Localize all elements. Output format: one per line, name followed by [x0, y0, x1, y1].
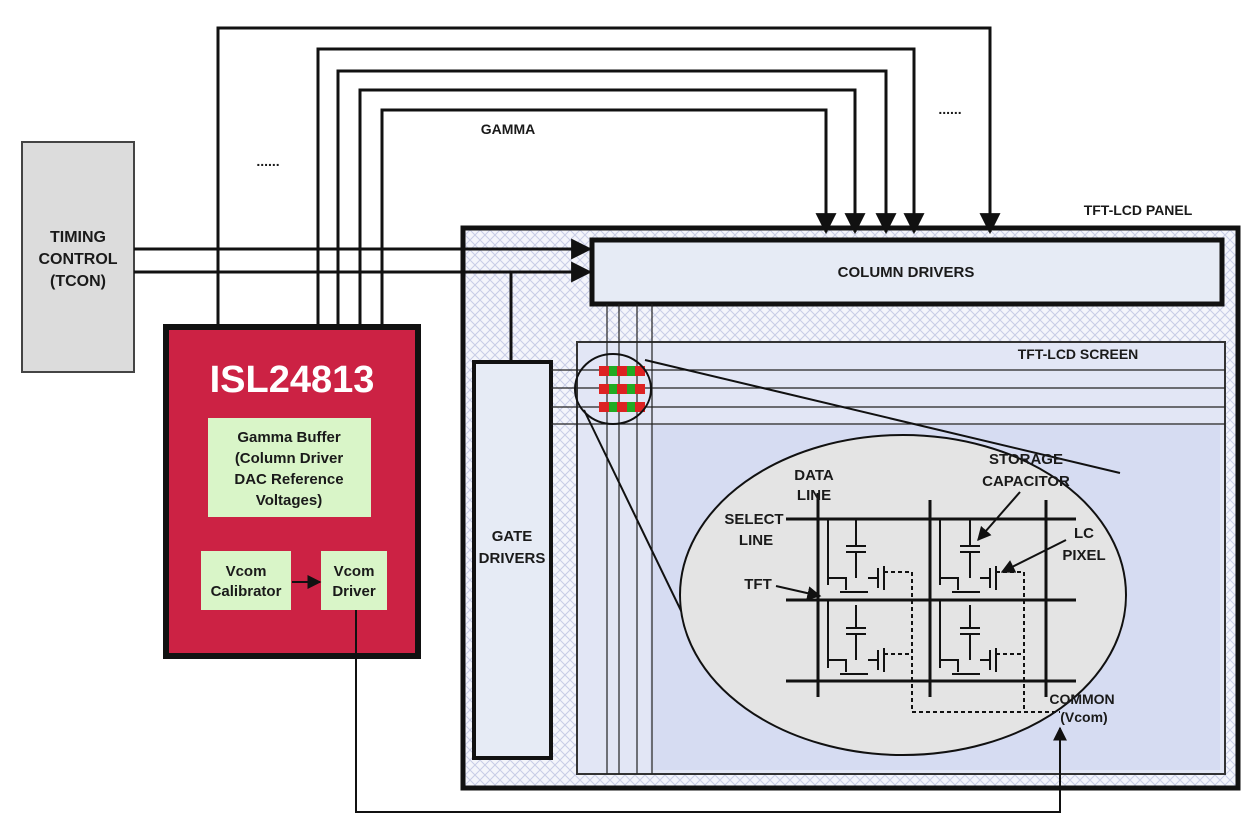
- vcom-calibrator-line1: Vcom: [226, 563, 267, 580]
- select-line-label-2: LINE: [739, 532, 773, 549]
- panel-title: TFT-LCD PANEL: [1084, 202, 1193, 218]
- tcon-label-line2: CONTROL: [38, 251, 117, 268]
- tft-pointer: [775, 585, 822, 601]
- vcom-output-line: [355, 610, 1067, 813]
- ellipsis-right: ......: [938, 101, 961, 117]
- lc-pixel-pointer: [1000, 539, 1067, 573]
- select-line-label-1: SELECT: [724, 511, 783, 528]
- vcom-calibrator-line2: Calibrator: [211, 583, 282, 600]
- common-vcom-line2: (Vcom): [1060, 709, 1107, 725]
- pixel-circuit: [786, 493, 1076, 697]
- gate-drivers-block: [472, 360, 553, 760]
- pixel-cluster-zoom-ring: [574, 353, 652, 425]
- vcom-calibrator-block: [201, 551, 291, 610]
- common-vcom-line1: COMMON: [1049, 691, 1114, 707]
- tcon-label-line3: (TCON): [50, 273, 106, 290]
- gamma-buffer-line2: (Column Driver: [235, 450, 344, 467]
- vcom-driver-line1: Vcom: [334, 563, 375, 580]
- column-drivers-block: [589, 237, 1225, 307]
- gamma-buffer-line4: Voltages): [256, 492, 322, 509]
- gamma-buffer-line1: Gamma Buffer: [237, 429, 341, 446]
- vcom-driver-block: [321, 551, 387, 610]
- data-line-label-2: LINE: [797, 487, 831, 504]
- column-drivers-label: COLUMN DRIVERS: [838, 264, 975, 281]
- tcon-label-line1: TIMING: [50, 229, 106, 246]
- gate-drivers-line2: DRIVERS: [479, 550, 546, 567]
- data-line-label-1: DATA: [794, 467, 834, 484]
- gamma-lines: [216, 26, 1001, 327]
- storage-capacitor-line1: STORAGE: [989, 451, 1063, 468]
- gamma-buffer-line3: DAC Reference: [234, 471, 343, 488]
- ellipsis-left: ......: [256, 153, 279, 169]
- screen-grid-lines: [551, 304, 1225, 774]
- lc-pixel-line1: LC: [1074, 525, 1094, 542]
- gamma-buffer-block: [208, 418, 371, 517]
- chip-title: ISL24813: [210, 359, 375, 401]
- timing-control-block: [21, 141, 135, 373]
- zoom-line-top: [644, 359, 1121, 474]
- pixel-circuit-cells: [827, 519, 997, 675]
- tft-label: TFT: [744, 576, 772, 593]
- gamma-label: GAMMA: [481, 121, 535, 137]
- pixel-zoom-ellipse: [679, 434, 1127, 756]
- pixel-cluster: [599, 366, 645, 412]
- screen-title: TFT-LCD SCREEN: [1018, 346, 1139, 362]
- storage-capacitor-line2: CAPACITOR: [982, 473, 1070, 490]
- vcom-driver-line2: Driver: [332, 583, 376, 600]
- gate-drivers-line1: GATE: [492, 528, 533, 545]
- storage-capacitor-pointer: [977, 491, 1021, 542]
- lc-pixel-line2: PIXEL: [1062, 547, 1105, 564]
